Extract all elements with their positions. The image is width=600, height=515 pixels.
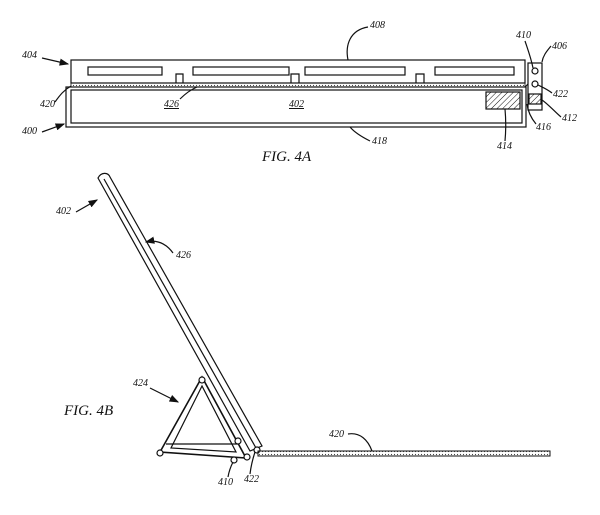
leader-416 — [526, 103, 537, 125]
key-strip — [192, 66, 290, 76]
leader-422b — [249, 451, 256, 475]
label-426b: 426 — [176, 250, 191, 261]
label-404: 404 — [22, 50, 37, 61]
arrow-426b — [144, 236, 174, 254]
arrow-424 — [149, 387, 180, 403]
leader-426 — [179, 86, 198, 100]
cover-section-404 — [70, 59, 526, 84]
key-strip — [434, 66, 515, 76]
connector-412 — [528, 93, 542, 105]
leader-420b — [347, 433, 373, 452]
label-410b: 410 — [218, 477, 233, 488]
device-body-outer — [65, 86, 527, 128]
label-408: 408 — [370, 20, 385, 31]
component-414 — [485, 91, 521, 110]
key-strip — [304, 66, 406, 76]
label-420: 420 — [40, 99, 55, 110]
label-406: 406 — [552, 41, 567, 52]
figure-4a-caption: FIG. 4A — [261, 149, 312, 165]
label-422: 422 — [553, 89, 568, 100]
cover-notch — [290, 73, 300, 83]
leader-422 — [537, 84, 553, 94]
stand-joint — [198, 376, 206, 384]
leader-412 — [541, 99, 562, 118]
hinge-circle — [531, 80, 539, 88]
label-410: 410 — [516, 30, 531, 41]
label-414: 414 — [497, 141, 512, 152]
label-402b: 402 — [56, 206, 71, 217]
stand-joint — [243, 453, 251, 461]
key-strip — [87, 66, 163, 76]
arrow-400 — [41, 123, 66, 133]
figure-4b: 402 426 424 420 410 422 FIG. 4B — [56, 172, 551, 488]
leader-406 — [541, 45, 552, 63]
label-426: 426 — [164, 99, 179, 110]
stand-joint — [230, 456, 238, 464]
cover-420 — [257, 450, 551, 457]
leader-410b — [227, 461, 234, 478]
stand-424-inner — [170, 384, 238, 453]
figure-4b-caption: FIG. 4B — [63, 403, 113, 419]
leader-410 — [524, 40, 534, 69]
arrow-404 — [41, 57, 70, 66]
hinge-link — [524, 83, 529, 88]
figure-4a: 404 408 410 406 420 426 402 422 400 418 … — [22, 20, 577, 165]
label-412: 412 — [562, 113, 577, 124]
leader-420 — [54, 85, 72, 103]
device-body-inner — [70, 89, 523, 124]
label-424: 424 — [133, 378, 148, 389]
arrow-402b — [75, 199, 99, 213]
label-420b: 420 — [329, 429, 344, 440]
leader-418 — [349, 126, 371, 142]
hinge-circle — [531, 67, 539, 75]
cover-notch — [175, 73, 184, 83]
label-400: 400 — [22, 126, 37, 137]
tablet-inner-line — [103, 178, 257, 449]
stand-424-outer — [158, 375, 248, 459]
leader-408 — [346, 26, 369, 61]
leader-414 — [504, 108, 507, 142]
label-422b: 422 — [244, 474, 259, 485]
tablet-402 — [97, 172, 263, 452]
stand-joint — [156, 449, 164, 457]
label-416: 416 — [536, 122, 551, 133]
cover-notch — [415, 73, 425, 83]
label-402: 402 — [289, 99, 304, 110]
label-418: 418 — [372, 136, 387, 147]
stand-joint — [234, 437, 242, 445]
